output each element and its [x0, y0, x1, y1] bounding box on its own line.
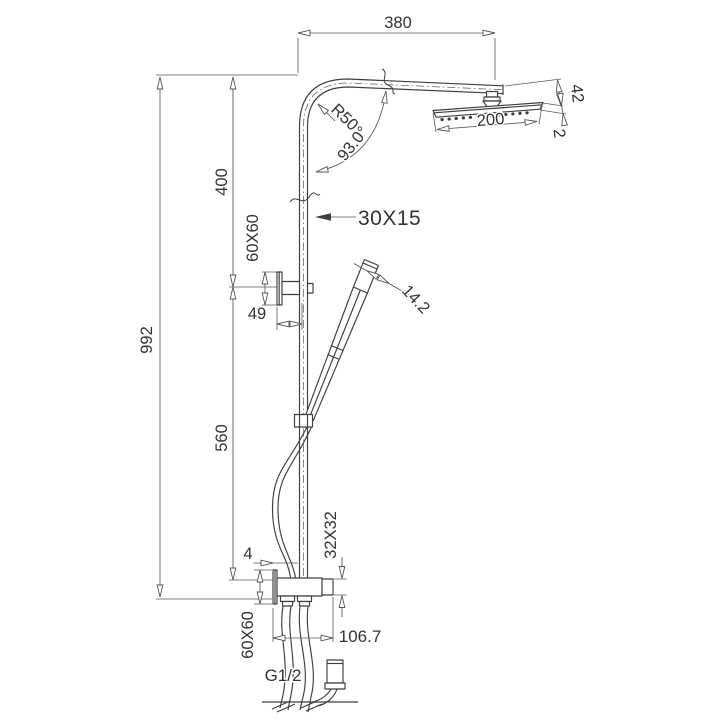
break-symbol-column [289, 192, 321, 203]
hose-line [287, 605, 294, 711]
hand-shower-details [308, 258, 380, 419]
dim-arm-angle: 93.0° [334, 123, 372, 164]
dim-lower-plate: 60X60 [239, 611, 257, 659]
hose-line [279, 605, 286, 709]
dim-lower-section: 560 [213, 424, 231, 452]
dim-shaft-14-2-b [376, 274, 390, 284]
hose-line [277, 426, 313, 578]
upper-wall-bracket [276, 271, 314, 306]
hose-nut [281, 600, 294, 607]
angle-arc-93 [315, 90, 388, 173]
diverter-mixer [272, 569, 334, 607]
hose-line [306, 605, 314, 713]
dim-overall-height: 992 [138, 326, 156, 354]
dim-shaft-2-bottom [561, 113, 568, 127]
swivel-nut [485, 90, 499, 98]
mixer-body [276, 577, 323, 597]
column-outer-edge [298, 78, 504, 578]
holder-clamp-lines [298, 414, 309, 427]
dimension-labels: 380 R50 93.0° 42 200 2 400 992 30X15 60X… [137, 13, 589, 687]
break-symbol-arm [381, 68, 396, 95]
dim-head-drop: 42 [567, 83, 587, 103]
dim-gap-2 [561, 105, 564, 114]
dimension-lines [156, 29, 568, 642]
label-tube-profile: 30X15 [358, 207, 421, 230]
swivel-collar [483, 96, 501, 102]
label-connection-thread: G1/2 [265, 666, 302, 685]
dim-head-width: 200 [476, 110, 505, 130]
shower-column-and-arm [289, 68, 504, 578]
dim-upper-section: 400 [213, 168, 231, 196]
diverter-knob [321, 578, 334, 596]
hose-line [271, 426, 308, 578]
bracket-cap [306, 282, 314, 294]
profile-leader-arrow [315, 213, 331, 221]
hose-cut-marks [271, 700, 323, 713]
radius-leader [317, 103, 336, 122]
head-plate-top-edge [433, 104, 543, 114]
hose-nut [279, 595, 296, 603]
dim-diverter-reach: 106.7 [339, 627, 382, 646]
holder-clamp [293, 413, 314, 428]
hose-nut [296, 595, 313, 603]
fitting-nut [324, 682, 346, 690]
dim-upper-bracket: 60X60 [244, 214, 262, 262]
head-plate [432, 101, 544, 118]
dim-shaft-14-2-a [366, 270, 380, 280]
hand-shower-holder [293, 413, 314, 428]
hand-shower [304, 258, 380, 422]
hand-shower-hose-upper [271, 426, 313, 578]
dim-line-42 [555, 79, 563, 106]
dim-bracket-reach: 49 [248, 305, 266, 323]
supply-hoses [271, 605, 323, 713]
dim-hand-shower-width: 14.2 [398, 282, 433, 318]
bracket-arm [281, 280, 301, 296]
dim-diverter-profile: 32X32 [322, 511, 340, 559]
hose-nut [298, 600, 311, 607]
dim-arm-length: 380 [384, 14, 412, 32]
hose-end-fitting [312, 659, 346, 707]
overhead-shower-head [432, 101, 544, 122]
hand-shower-body [304, 262, 378, 422]
hose-line [298, 605, 306, 711]
dim-head-thickness: 2 [550, 128, 569, 139]
nozzle-dots [440, 110, 536, 122]
tube-centerline [303, 82, 504, 576]
dim-shaft-2-top [556, 92, 564, 106]
fitting-hose [312, 688, 338, 707]
dim-line-200 [436, 119, 538, 132]
dim-plate-thickness: 4 [243, 545, 252, 563]
